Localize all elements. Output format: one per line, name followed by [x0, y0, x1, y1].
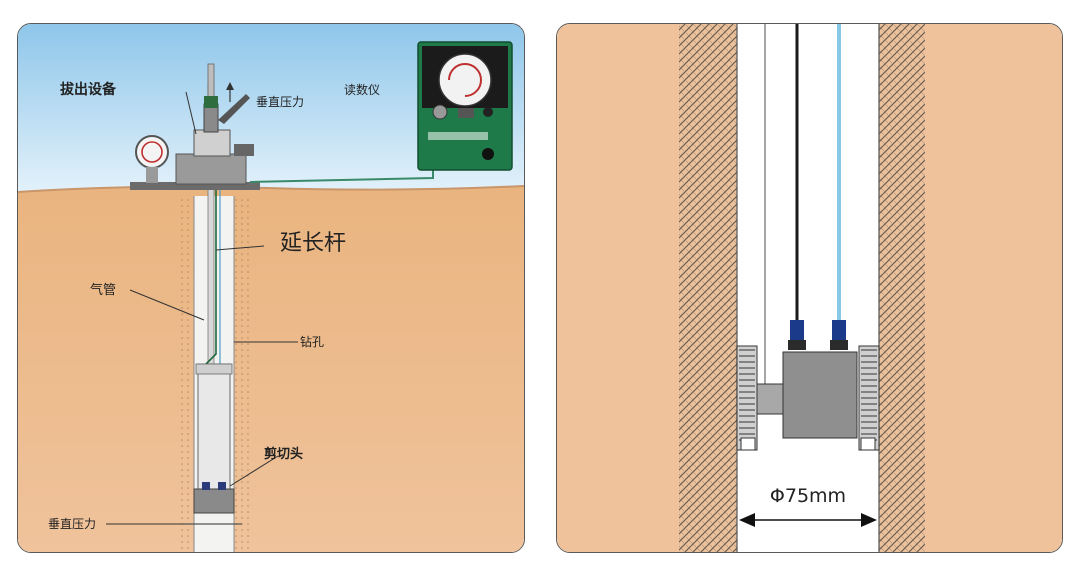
borehole-cavity	[737, 24, 879, 552]
borehole-wall-right	[879, 24, 925, 552]
borehole-wall-left	[679, 24, 737, 552]
label-borehole: 钻孔	[300, 334, 324, 349]
label-shear-head: 剪切头	[264, 446, 303, 462]
readout-instrument	[417, 41, 513, 171]
field-setup-panel: 拔出设备 垂直压力 读数仪 延长杆 气管 钻孔 剪切头 垂直压力	[17, 23, 525, 553]
shear-head-body	[782, 351, 858, 439]
piston	[756, 383, 784, 415]
field-setup-diagram: 拔出设备 垂直压力 读数仪 延长杆 气管 钻孔 剪切头 垂直压力	[18, 24, 524, 552]
shear-plate-right	[858, 345, 880, 451]
shear-head	[193, 488, 235, 514]
label-air-tube: 气管	[90, 282, 116, 298]
shear-head-housing	[197, 363, 231, 495]
borehole-detail-panel: Φ75mm	[556, 23, 1063, 553]
soil	[18, 186, 524, 552]
label-readout: 读数仪	[344, 82, 380, 97]
ground-surface-line	[18, 185, 524, 193]
borehole-detail-diagram: Φ75mm	[557, 24, 1062, 552]
fitting-left	[790, 320, 804, 342]
label-extension-rod: 延长杆	[280, 231, 346, 256]
pressure-gauge	[135, 135, 169, 169]
fitting-right	[832, 320, 846, 342]
diameter-label: Φ75mm	[770, 485, 846, 507]
base-plate	[130, 182, 260, 190]
label-vertical-pressure-top: 垂直压力	[256, 95, 304, 109]
borehole-wall-right	[234, 196, 250, 552]
label-vertical-pressure-bottom: 垂直压力	[48, 517, 96, 531]
shear-plate-left	[736, 345, 758, 451]
borehole-wall-left	[178, 196, 194, 552]
label-pullout-device: 拔出设备	[60, 81, 117, 98]
